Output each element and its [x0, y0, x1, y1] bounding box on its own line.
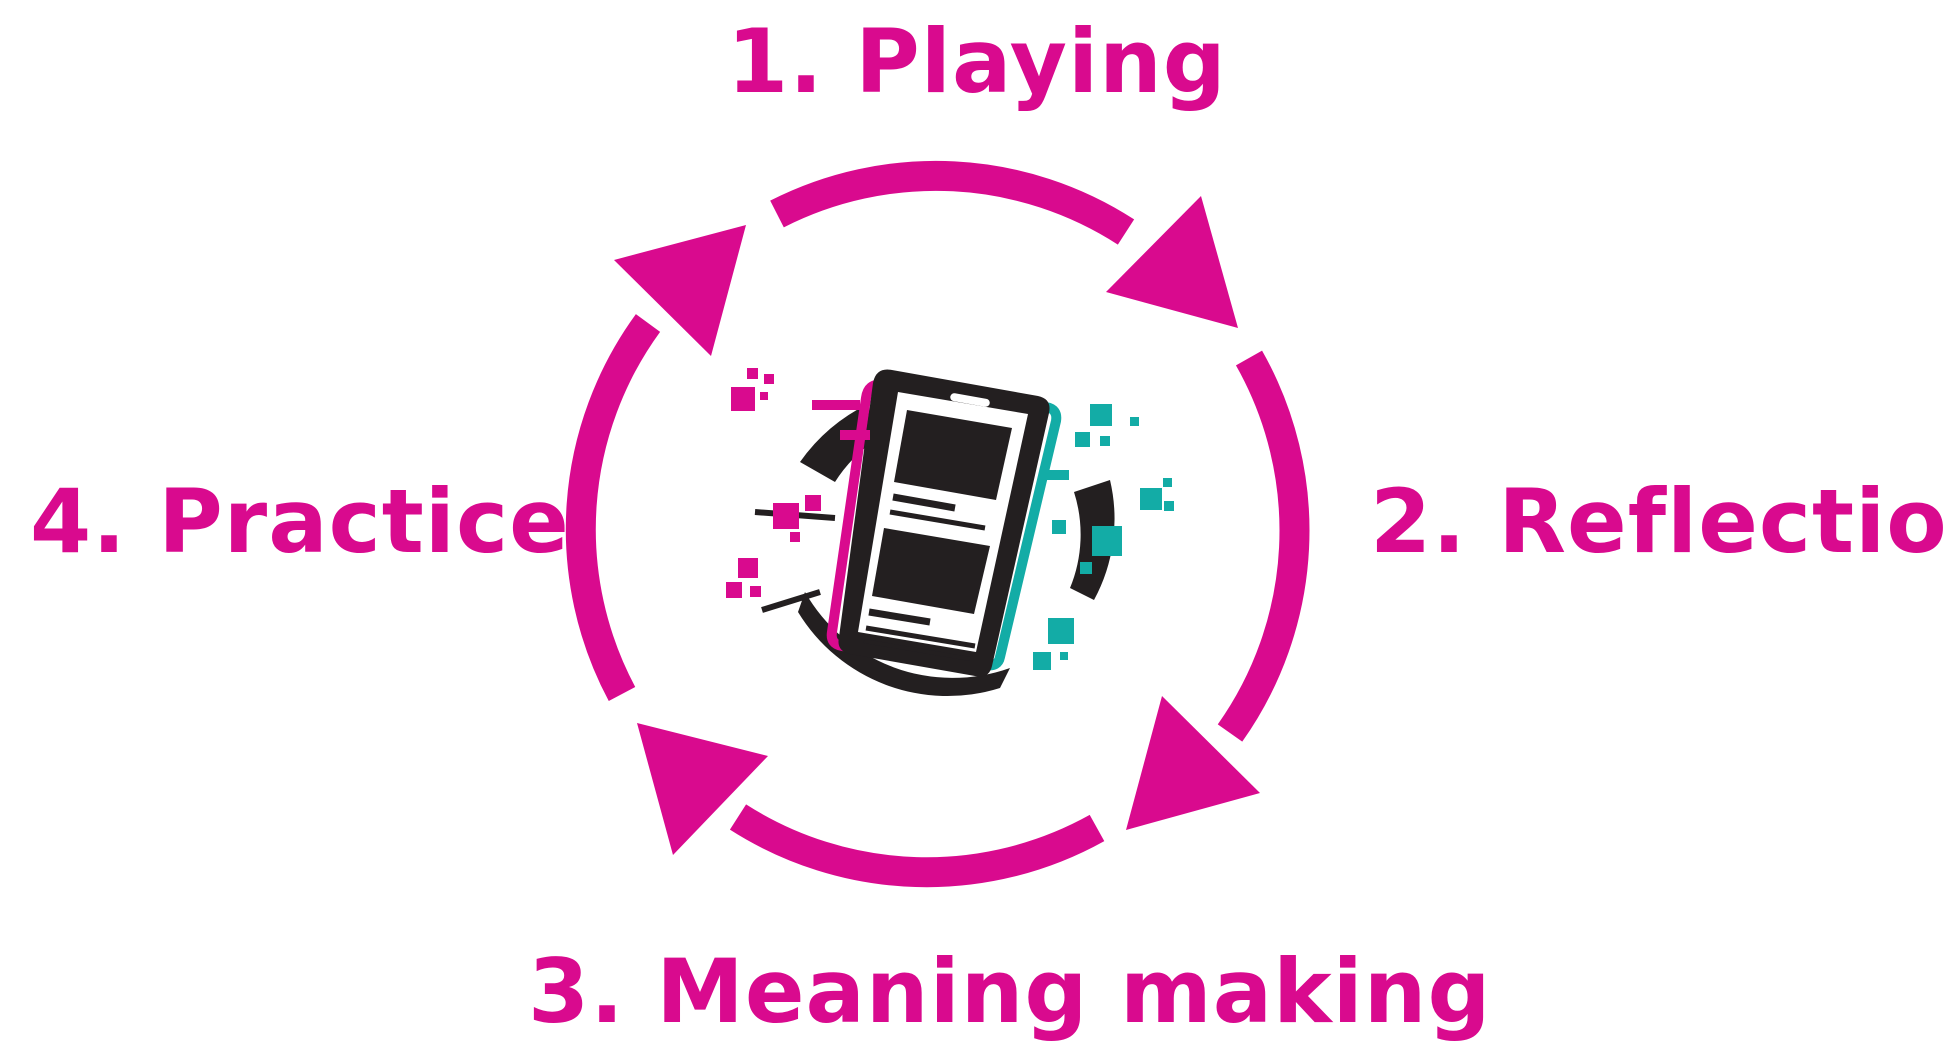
step-label-playing: 1. Playing — [727, 10, 1227, 113]
arc-practice-to-playing — [565, 314, 661, 702]
step-label-reflection: 2. Reflection — [1370, 470, 1954, 573]
pink-glitch-pixels — [726, 368, 870, 598]
arrowhead-bottom-right — [1126, 696, 1260, 830]
screen-text-line — [889, 509, 986, 531]
phone-notch — [950, 393, 990, 407]
step-label-meaning-making: 3. Meaning making — [528, 940, 1492, 1043]
dark-ring-tick — [761, 589, 821, 613]
screen-text-line — [868, 608, 931, 626]
screen-text-line — [863, 639, 971, 661]
screen-text-line — [865, 625, 976, 649]
dark-ring-shape — [800, 404, 876, 482]
screen-image-block — [872, 528, 990, 614]
screen-text-line — [892, 493, 956, 512]
arrowhead-top-left — [614, 225, 746, 356]
arrowhead-bottom-left — [637, 723, 768, 855]
cycle-arrows — [565, 160, 1310, 888]
arc-playing-to-reflection — [770, 160, 1135, 245]
arc-reflection-to-meaning — [1217, 350, 1310, 742]
step-label-practice: 4. Practice — [30, 470, 570, 573]
arc-meaning-to-practice — [729, 804, 1105, 888]
teal-glitch-pixels — [1033, 404, 1174, 670]
screen-image-block — [894, 410, 1012, 500]
arrowhead-top-right — [1106, 196, 1238, 328]
glitched-smartphone-icon — [726, 368, 1174, 697]
